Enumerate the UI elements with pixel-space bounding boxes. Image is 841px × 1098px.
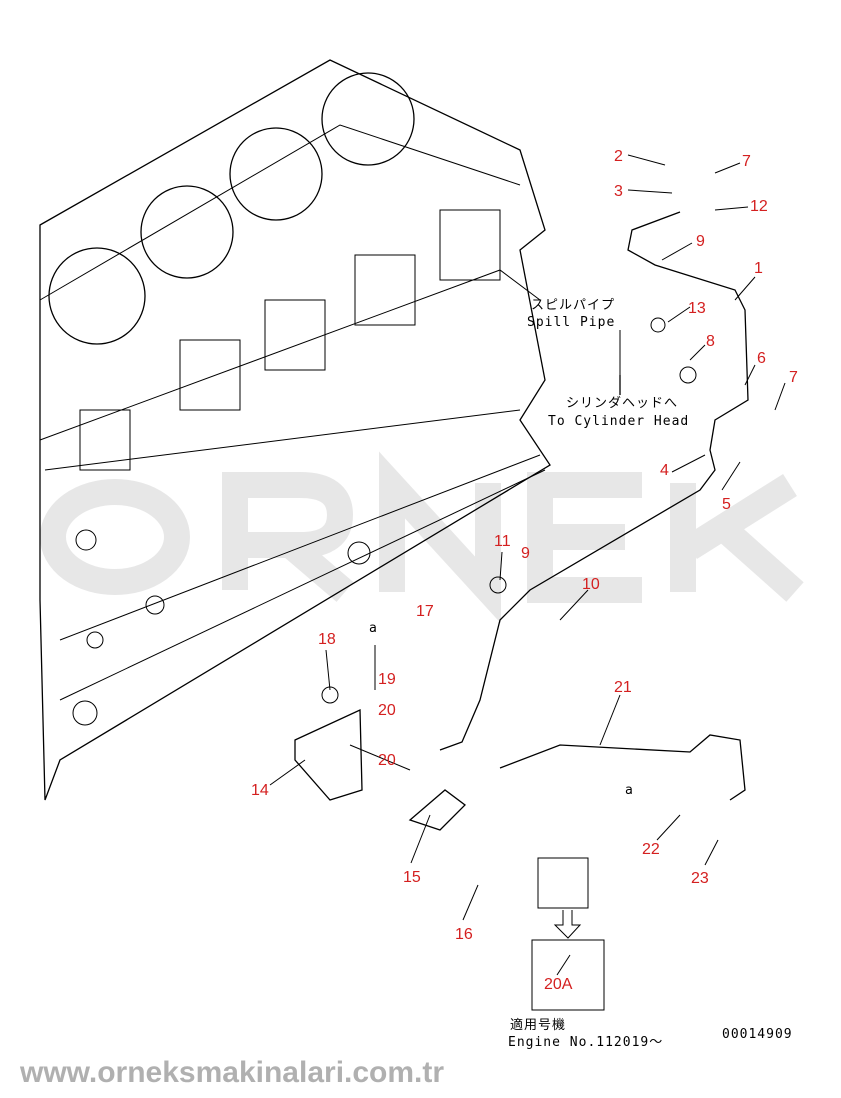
callout-11: 11	[494, 533, 511, 550]
callout-5: 5	[722, 496, 731, 513]
callout-7: 7	[742, 153, 751, 170]
callout-9b: 9	[521, 545, 530, 562]
callout-6: 6	[757, 350, 766, 367]
callout-16: 16	[455, 926, 473, 943]
callout-19: 19	[378, 671, 396, 688]
to-head-label-jp: シリンダヘッドへ	[566, 396, 678, 411]
callout-20: 20	[378, 702, 396, 719]
callout-13: 13	[688, 300, 706, 317]
spill-pipe-drawing	[294, 211, 749, 1011]
spill-pipe-label-en: Spill Pipe	[527, 315, 615, 330]
drawing-number: 00014909	[722, 1027, 793, 1042]
callout-1: 1	[754, 260, 763, 277]
callout-21: 21	[614, 679, 632, 696]
callout-20a: 20A	[544, 976, 573, 993]
callout-4: 4	[660, 462, 669, 479]
callout-2: 2	[614, 148, 623, 165]
callout-10: 10	[582, 576, 600, 593]
reference-a-right: a	[625, 783, 634, 798]
callout-15: 15	[403, 869, 421, 886]
callout-12: 12	[750, 198, 768, 215]
to-head-label-en: To Cylinder Head	[548, 414, 689, 429]
callout-23: 23	[691, 870, 709, 887]
callout-14: 14	[251, 782, 269, 799]
watermark-logo	[40, 451, 804, 624]
callout-9: 9	[696, 233, 705, 250]
cylinder-block-drawing	[39, 59, 697, 801]
callout-22: 22	[642, 841, 660, 858]
callout-7b: 7	[789, 369, 798, 386]
spill-pipe-label-jp: スピルパイプ	[531, 298, 615, 313]
callout-20b: 20	[378, 752, 396, 769]
callout-3: 3	[614, 183, 623, 200]
callout-18: 18	[318, 631, 336, 648]
watermark-url: www.orneksmakinalari.com.tr	[19, 1056, 444, 1089]
callout-numbers: 2 7 3 12 9 1 13 8 6 7 4 5 11 9 10 17 18 …	[251, 148, 798, 993]
callout-17: 17	[416, 603, 434, 620]
leader-lines	[269, 154, 786, 976]
callout-8: 8	[706, 333, 715, 350]
engine-number: Engine No.112019～	[508, 1035, 663, 1050]
applicable-label-jp: 適用号機	[510, 1017, 566, 1033]
reference-a-left: a	[369, 621, 378, 636]
